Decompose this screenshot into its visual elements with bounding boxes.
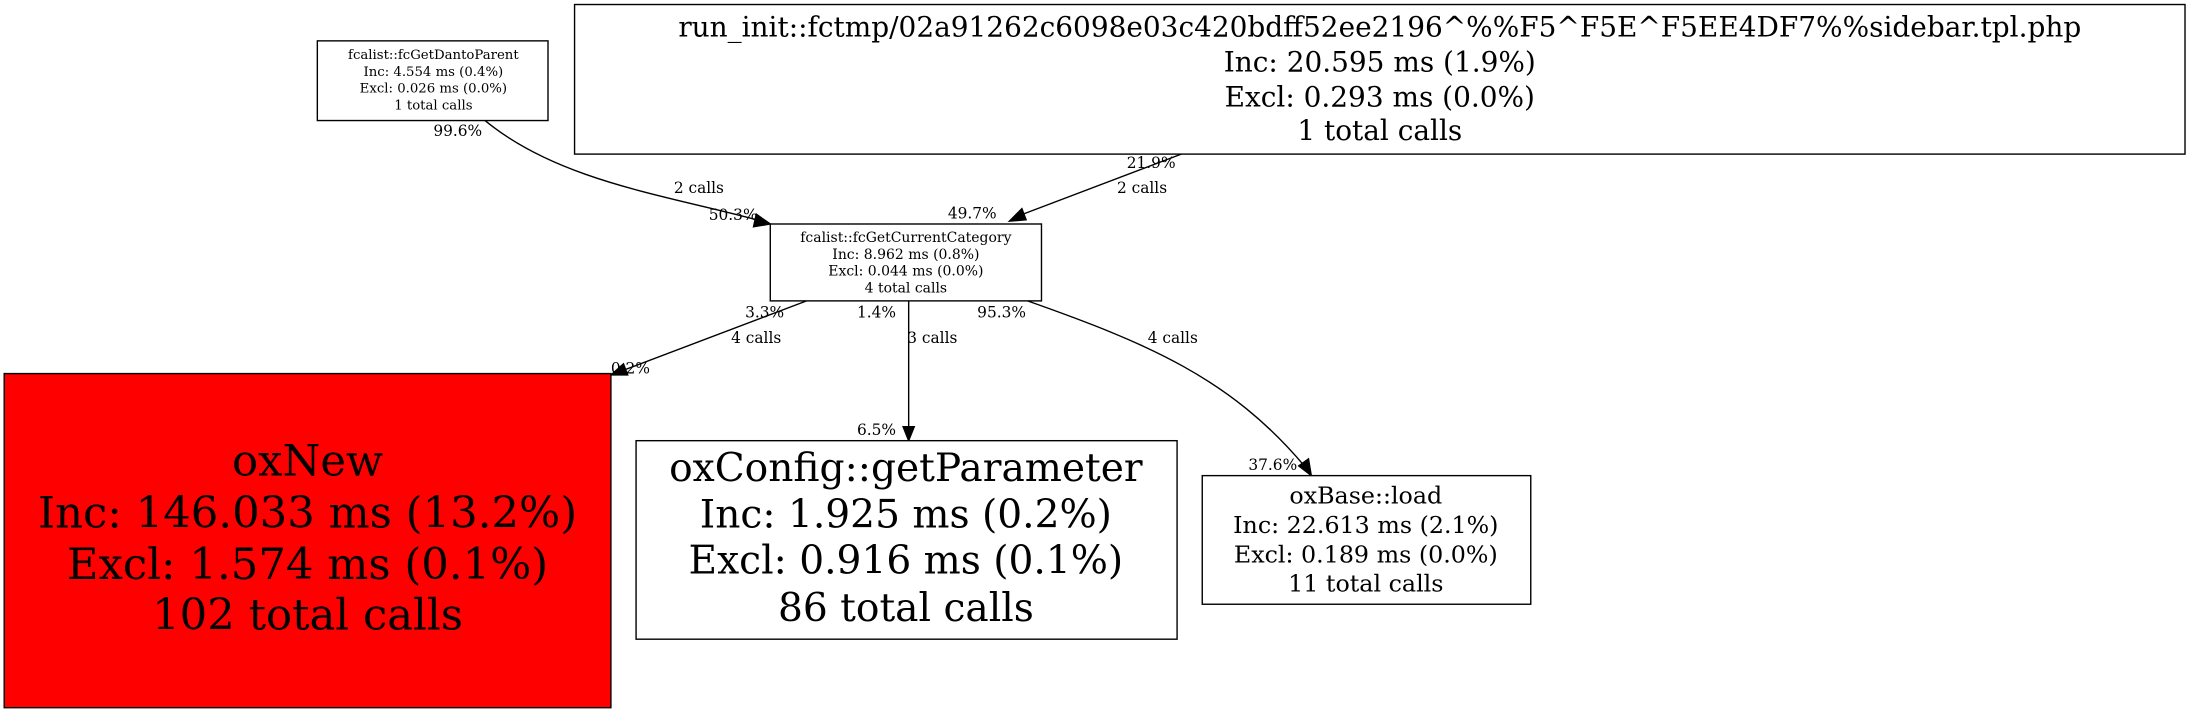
node-inclusive: Inc: 1.925 ms (0.2%) bbox=[700, 492, 1112, 537]
edge-runinit-to-current: 21.9% 2 calls 49.7% bbox=[948, 153, 1182, 222]
edge-current-to-oxnew: 3.3% 4 calls 0.2% bbox=[609, 300, 807, 378]
node-title: oxNew bbox=[232, 437, 383, 487]
edge-tail-label: 21.9% bbox=[1127, 154, 1176, 172]
node-exclusive: Excl: 0.189 ms (0.0%) bbox=[1234, 540, 1498, 568]
node-calls: 1 total calls bbox=[1297, 114, 1462, 147]
edge-head-label: 6.5% bbox=[857, 421, 896, 439]
node-title: oxConfig::getParameter bbox=[669, 446, 1143, 491]
edge-tail-label: 3.3% bbox=[745, 304, 784, 322]
node-exclusive: Excl: 0.026 ms (0.0%) bbox=[360, 82, 507, 97]
edge-head-label: 0.2% bbox=[611, 360, 650, 378]
edge-calls-label: 4 calls bbox=[1148, 329, 1198, 347]
node-oxnew[interactable]: oxNew Inc: 146.033 ms (13.2%) Excl: 1.57… bbox=[3, 372, 612, 709]
node-inclusive: Inc: 8.962 ms (0.8%) bbox=[832, 247, 979, 263]
node-inclusive: Inc: 146.033 ms (13.2%) bbox=[38, 488, 577, 538]
edge-calls-label: 4 calls bbox=[731, 329, 781, 347]
edge-calls-label: 3 calls bbox=[907, 329, 957, 347]
node-fcgetdantoparent[interactable]: fcalist::fcGetDantoParent Inc: 4.554 ms … bbox=[316, 40, 549, 122]
node-calls: 102 total calls bbox=[152, 590, 463, 640]
node-inclusive: Inc: 20.595 ms (1.9%) bbox=[1224, 46, 1536, 79]
edge-current-to-oxconfig: 1.4% 3 calls 6.5% bbox=[857, 300, 958, 443]
node-title: fcalist::fcGetCurrentCategory bbox=[800, 230, 1011, 246]
node-calls: 11 total calls bbox=[1288, 570, 1443, 598]
node-oxbase-load[interactable]: oxBase::load Inc: 22.613 ms (2.1%) Excl:… bbox=[1201, 474, 1532, 605]
node-title: oxBase::load bbox=[1289, 482, 1442, 510]
node-title: fcalist::fcGetDantoParent bbox=[348, 48, 519, 63]
node-oxconfig-getparameter[interactable]: oxConfig::getParameter Inc: 1.925 ms (0.… bbox=[635, 439, 1178, 640]
edge-head-label: 37.6% bbox=[1248, 456, 1297, 474]
node-exclusive: Excl: 0.916 ms (0.1%) bbox=[689, 538, 1124, 583]
node-calls: 4 total calls bbox=[865, 280, 947, 296]
node-run-init-sidebar[interactable]: run_init::fctmp/02a91262c6098e03c420bdff… bbox=[573, 3, 2186, 155]
edge-tail-label: 99.6% bbox=[433, 122, 482, 140]
edge-tail-label: 1.4% bbox=[857, 304, 896, 322]
edge-danto-to-current: 99.6% 2 calls 50.3% bbox=[433, 120, 773, 228]
edge-calls-label: 2 calls bbox=[1117, 179, 1167, 197]
edge-current-to-oxbase: 95.3% 4 calls 37.6% bbox=[977, 300, 1313, 478]
edge-head-label: 50.3% bbox=[709, 206, 758, 224]
edge-head-label: 49.7% bbox=[948, 204, 997, 222]
node-exclusive: Excl: 0.293 ms (0.0%) bbox=[1225, 81, 1535, 114]
node-inclusive: Inc: 22.613 ms (2.1%) bbox=[1233, 511, 1498, 539]
node-fcgetcurrentcategory[interactable]: fcalist::fcGetCurrentCategory Inc: 8.962… bbox=[769, 223, 1043, 302]
node-exclusive: Excl: 1.574 ms (0.1%) bbox=[67, 540, 548, 590]
edge-calls-label: 2 calls bbox=[674, 179, 724, 197]
node-title: run_init::fctmp/02a91262c6098e03c420bdff… bbox=[678, 11, 2081, 44]
node-calls: 86 total calls bbox=[778, 586, 1034, 631]
node-calls: 1 total calls bbox=[394, 98, 472, 113]
edge-tail-label: 95.3% bbox=[977, 304, 1026, 322]
node-inclusive: Inc: 4.554 ms (0.4%) bbox=[363, 65, 503, 80]
node-exclusive: Excl: 0.044 ms (0.0%) bbox=[828, 264, 983, 280]
